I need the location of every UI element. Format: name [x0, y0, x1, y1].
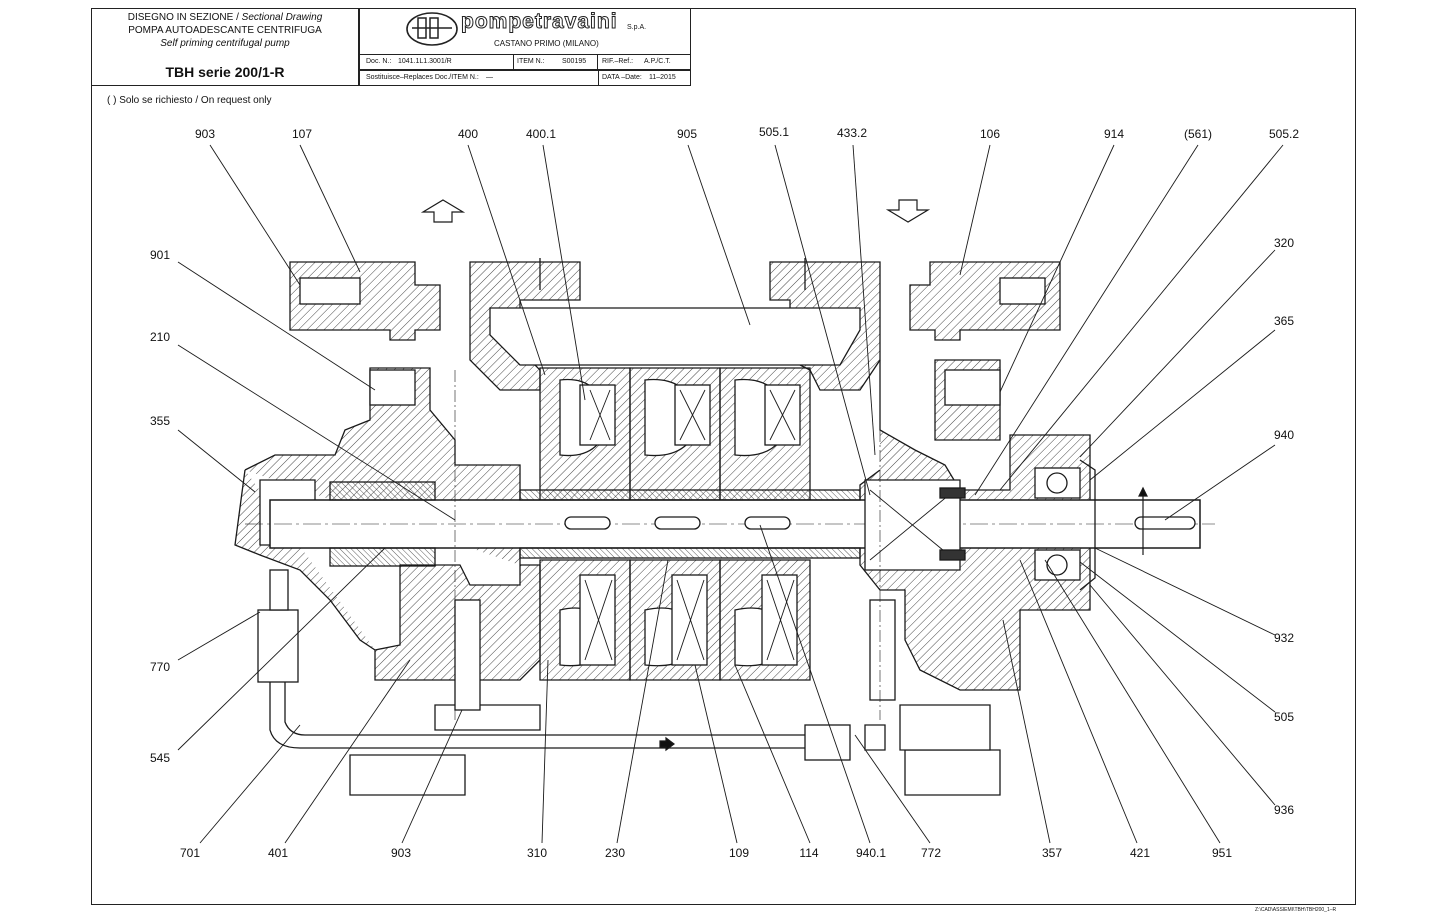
- label-903-top: 903: [194, 127, 216, 141]
- brand-city: CASTANO PRIMO (MILANO): [494, 39, 599, 48]
- arrow-rotation: [1138, 486, 1148, 555]
- label-561: (561): [1183, 127, 1213, 141]
- title-line2: POMPA AUTOADESCANTE CENTRIFUGA: [128, 25, 322, 36]
- label-936: 936: [1273, 803, 1295, 817]
- title-block-cell-date: [598, 70, 691, 86]
- label-951: 951: [1211, 846, 1233, 860]
- label-701: 701: [179, 846, 201, 860]
- title-block-cell-item: [513, 54, 598, 70]
- bearing-bush-left: [329, 481, 436, 501]
- title-line1: DISEGNO IN SEZIONE / Sectional Drawing: [91, 12, 359, 23]
- label-421: 421: [1129, 846, 1151, 860]
- label-433-2: 433.2: [836, 126, 868, 140]
- bypass-pipe: [269, 680, 810, 749]
- label-505: 505: [1273, 710, 1295, 724]
- title-line3: Self priming centrifugal pump: [160, 38, 290, 49]
- ref-label: RIF.–Ref.:: [602, 58, 634, 65]
- label-940: 940: [1273, 428, 1295, 442]
- label-210: 210: [149, 330, 171, 344]
- shaft-sleeve: [519, 489, 861, 501]
- doc-label: Doc. N.:: [366, 58, 392, 65]
- footer-path: Z:\CAD\ASSIEMI\TBH\TBH200_1–R: [1255, 907, 1337, 913]
- arrow-flow-right: [659, 736, 675, 752]
- model-title: TBH serie 200/1-R: [165, 64, 285, 80]
- label-905: 905: [676, 127, 698, 141]
- label-355: 355: [149, 414, 171, 428]
- title-it: DISEGNO IN SEZIONE /: [127, 12, 239, 23]
- label-505-2: 505.2: [1268, 127, 1300, 141]
- crossover-channel: [489, 307, 861, 366]
- brand-suffix: S.p.A.: [627, 24, 647, 31]
- arrow-discharge-down: [885, 199, 931, 223]
- replaces-value: —: [486, 74, 493, 81]
- label-772: 772: [920, 846, 942, 860]
- title-en: Sectional Drawing: [241, 12, 323, 23]
- label-107: 107: [291, 127, 313, 141]
- stage-1: [539, 367, 631, 681]
- stage-2: [629, 367, 721, 681]
- item-value: S00195: [562, 58, 587, 65]
- label-901: 901: [149, 248, 171, 262]
- item-label: ITEM N.:: [517, 58, 545, 65]
- ball-bearing: [1034, 459, 1096, 591]
- date-label: DATA –Date:: [602, 74, 642, 81]
- label-114: 114: [799, 846, 819, 860]
- label-401: 401: [267, 846, 289, 860]
- label-310: 310: [526, 846, 548, 860]
- label-357: 357: [1041, 846, 1063, 860]
- flow-arrows: [420, 199, 1148, 752]
- label-320: 320: [1273, 236, 1295, 250]
- leader-lines: [177, 144, 1284, 844]
- replaces-label: Sostituisce–Replaces Doc./ITEM N.:: [366, 74, 479, 81]
- label-903-bottom: 903: [390, 846, 412, 860]
- ref-value: A.P./C.T.: [644, 58, 671, 65]
- label-505-1: 505.1: [758, 125, 790, 139]
- title-block-left: [91, 8, 359, 86]
- arrow-suction-up: [420, 199, 466, 223]
- label-106: 106: [979, 127, 1001, 141]
- label-545: 545: [149, 751, 171, 765]
- request-note: ( ) Solo se richiesto / On request only: [107, 95, 272, 106]
- label-770: 770: [149, 660, 171, 674]
- foot-right: [904, 749, 1001, 796]
- fitting-left: [257, 609, 299, 683]
- label-400-1: 400.1: [525, 127, 557, 141]
- date-value: 11–2015: [649, 74, 676, 81]
- brand-name: pompetravaini: [461, 10, 618, 34]
- doc-value: 1041.1L1.3001/R: [398, 58, 452, 65]
- label-932: 932: [1273, 631, 1295, 645]
- label-230: 230: [604, 846, 626, 860]
- stage-3: [719, 367, 811, 681]
- foot-left: [349, 754, 466, 796]
- label-400: 400: [457, 127, 479, 141]
- label-940-1: 940.1: [855, 846, 887, 860]
- label-365: 365: [1273, 314, 1295, 328]
- label-109: 109: [728, 846, 750, 860]
- label-914: 914: [1103, 127, 1125, 141]
- drawing-sheet: [91, 8, 1356, 905]
- fitting-right: [804, 724, 851, 761]
